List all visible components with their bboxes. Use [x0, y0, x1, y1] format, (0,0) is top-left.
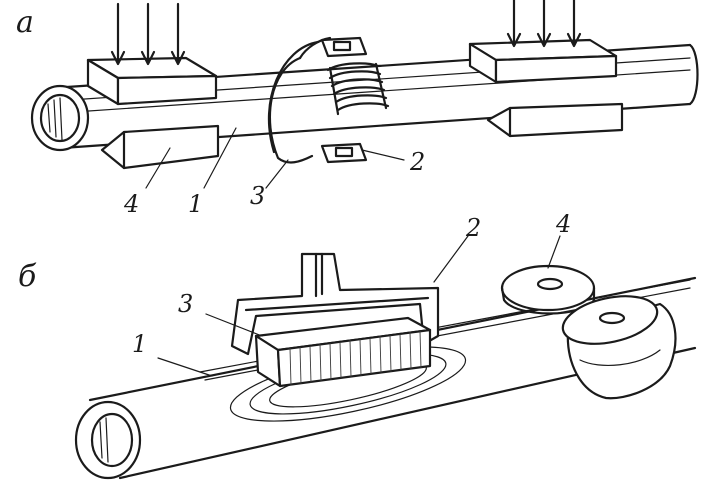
callout-a-4: 4: [123, 190, 139, 218]
callout-b-4: 4: [555, 210, 571, 238]
left-lower-block: [100, 124, 220, 170]
right-lower-block: [486, 102, 624, 138]
callout-a-2: 2: [409, 148, 425, 176]
roller-upper: [500, 264, 596, 315]
panel-a: а: [16, 0, 699, 218]
callout-b-3: 3: [178, 290, 193, 318]
callout-b-2: 2: [465, 214, 481, 242]
left-upper-block: [86, 56, 218, 106]
ring-core-a: [267, 36, 368, 164]
panel-b-label: б: [18, 259, 37, 294]
roller-lower: [561, 295, 677, 400]
force-arrows-left: [110, 2, 186, 66]
coil-windings-a: [326, 62, 390, 116]
panel-b: б: [18, 210, 697, 480]
callout-a-1: 1: [188, 190, 203, 218]
panel-a-label: а: [16, 5, 34, 40]
callout-a-3: 3: [250, 182, 265, 210]
callout-b-1: 1: [132, 330, 147, 358]
core-block-b: [254, 316, 432, 388]
right-upper-block: [468, 38, 618, 84]
force-arrows-right: [506, 0, 582, 48]
conductor-b: [230, 252, 440, 356]
